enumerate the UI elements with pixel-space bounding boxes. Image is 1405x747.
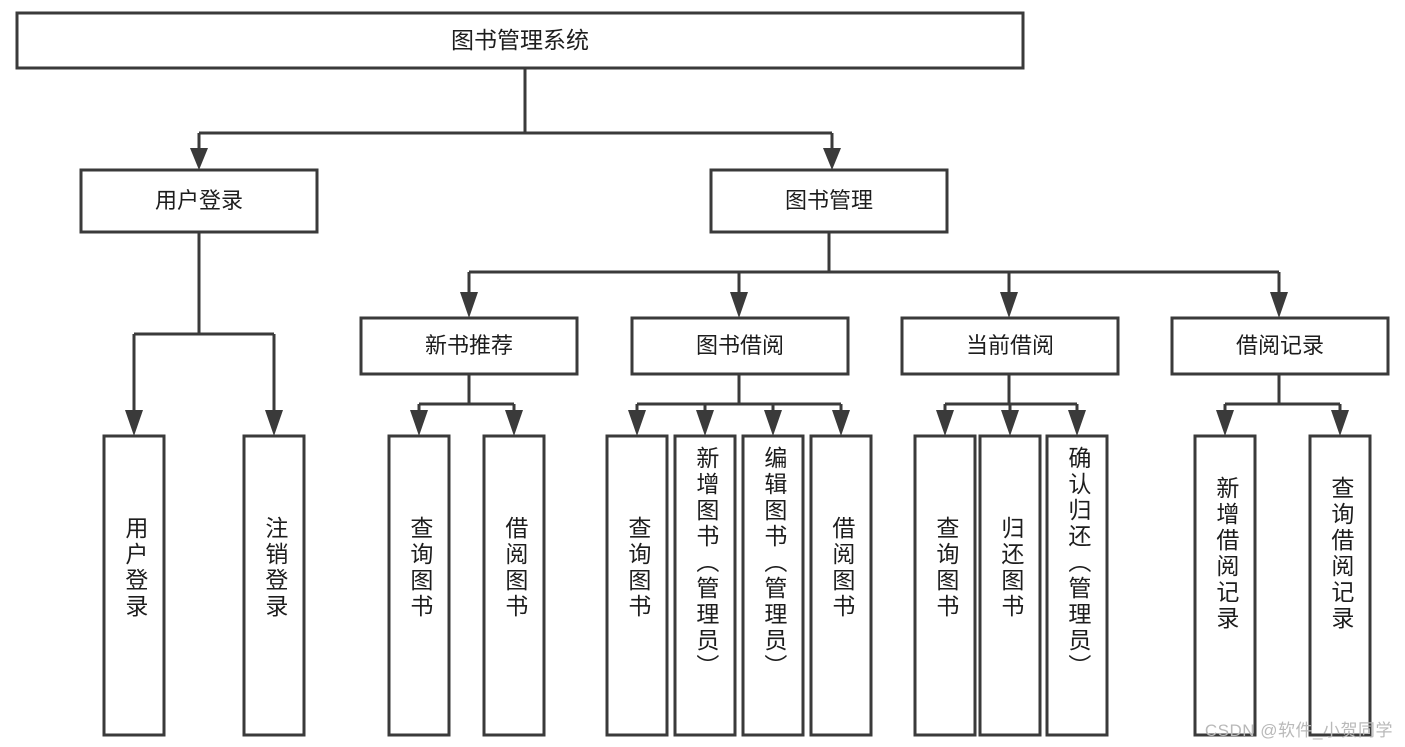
connector-book-management-to-level3 <box>460 232 1288 318</box>
node-borrow-record[interactable]: 借阅记录 <box>1170 316 1390 376</box>
connector-user-login-to-leaves <box>125 232 283 436</box>
node-book-management-label: 图书管理 <box>785 188 873 213</box>
leaf-box-query-book-2[interactable] <box>605 434 669 737</box>
connector-book-borrow-to-leaves <box>628 374 850 436</box>
leaf-group-user-login <box>102 434 306 737</box>
node-new-book-recommend-label: 新书推荐 <box>425 333 513 358</box>
node-current-borrow-label: 当前借阅 <box>966 333 1054 358</box>
leaf-group-new-book-recommend <box>387 434 546 737</box>
node-current-borrow[interactable]: 当前借阅 <box>900 316 1120 376</box>
node-root-label: 图书管理系统 <box>451 27 589 53</box>
node-book-management[interactable]: 图书管理 <box>709 168 949 234</box>
leaf-box-borrow-book-2[interactable] <box>809 434 873 737</box>
leaf-box-confirm-return[interactable] <box>1045 434 1109 737</box>
connector-borrow-record-to-leaves <box>1216 374 1349 436</box>
node-book-borrow[interactable]: 图书借阅 <box>630 316 850 376</box>
node-borrow-record-label: 借阅记录 <box>1236 333 1324 358</box>
leaf-box-add-book[interactable] <box>673 434 737 737</box>
node-user-login[interactable]: 用户登录 <box>79 168 319 234</box>
leaf-group-book-borrow <box>605 434 873 737</box>
connector-new-book-recommend-to-leaves <box>410 374 523 436</box>
leaf-box-logout-login[interactable] <box>242 434 306 737</box>
connector-root-to-level2 <box>190 68 841 170</box>
leaf-group-current-borrow <box>913 434 1109 737</box>
node-book-borrow-label: 图书借阅 <box>696 333 784 358</box>
leaf-box-query-record[interactable] <box>1308 434 1372 737</box>
leaf-box-borrow-book-1[interactable] <box>482 434 546 737</box>
csdn-watermark: CSDN @软件_小贺同学 <box>1204 721 1393 740</box>
node-new-book-recommend[interactable]: 新书推荐 <box>359 316 579 376</box>
leaf-box-user-login[interactable] <box>102 434 166 737</box>
leaf-box-add-record[interactable] <box>1193 434 1257 737</box>
leaf-box-query-book-3[interactable] <box>913 434 977 737</box>
connector-current-borrow-to-leaves <box>936 374 1086 436</box>
leaf-box-edit-book[interactable] <box>741 434 805 737</box>
node-user-login-label: 用户登录 <box>155 188 243 213</box>
leaf-box-return-book[interactable] <box>978 434 1042 737</box>
leaf-box-query-book-1[interactable] <box>387 434 451 737</box>
leaf-group-borrow-record <box>1193 434 1372 737</box>
node-root-system[interactable]: 图书管理系统 <box>15 11 1025 70</box>
